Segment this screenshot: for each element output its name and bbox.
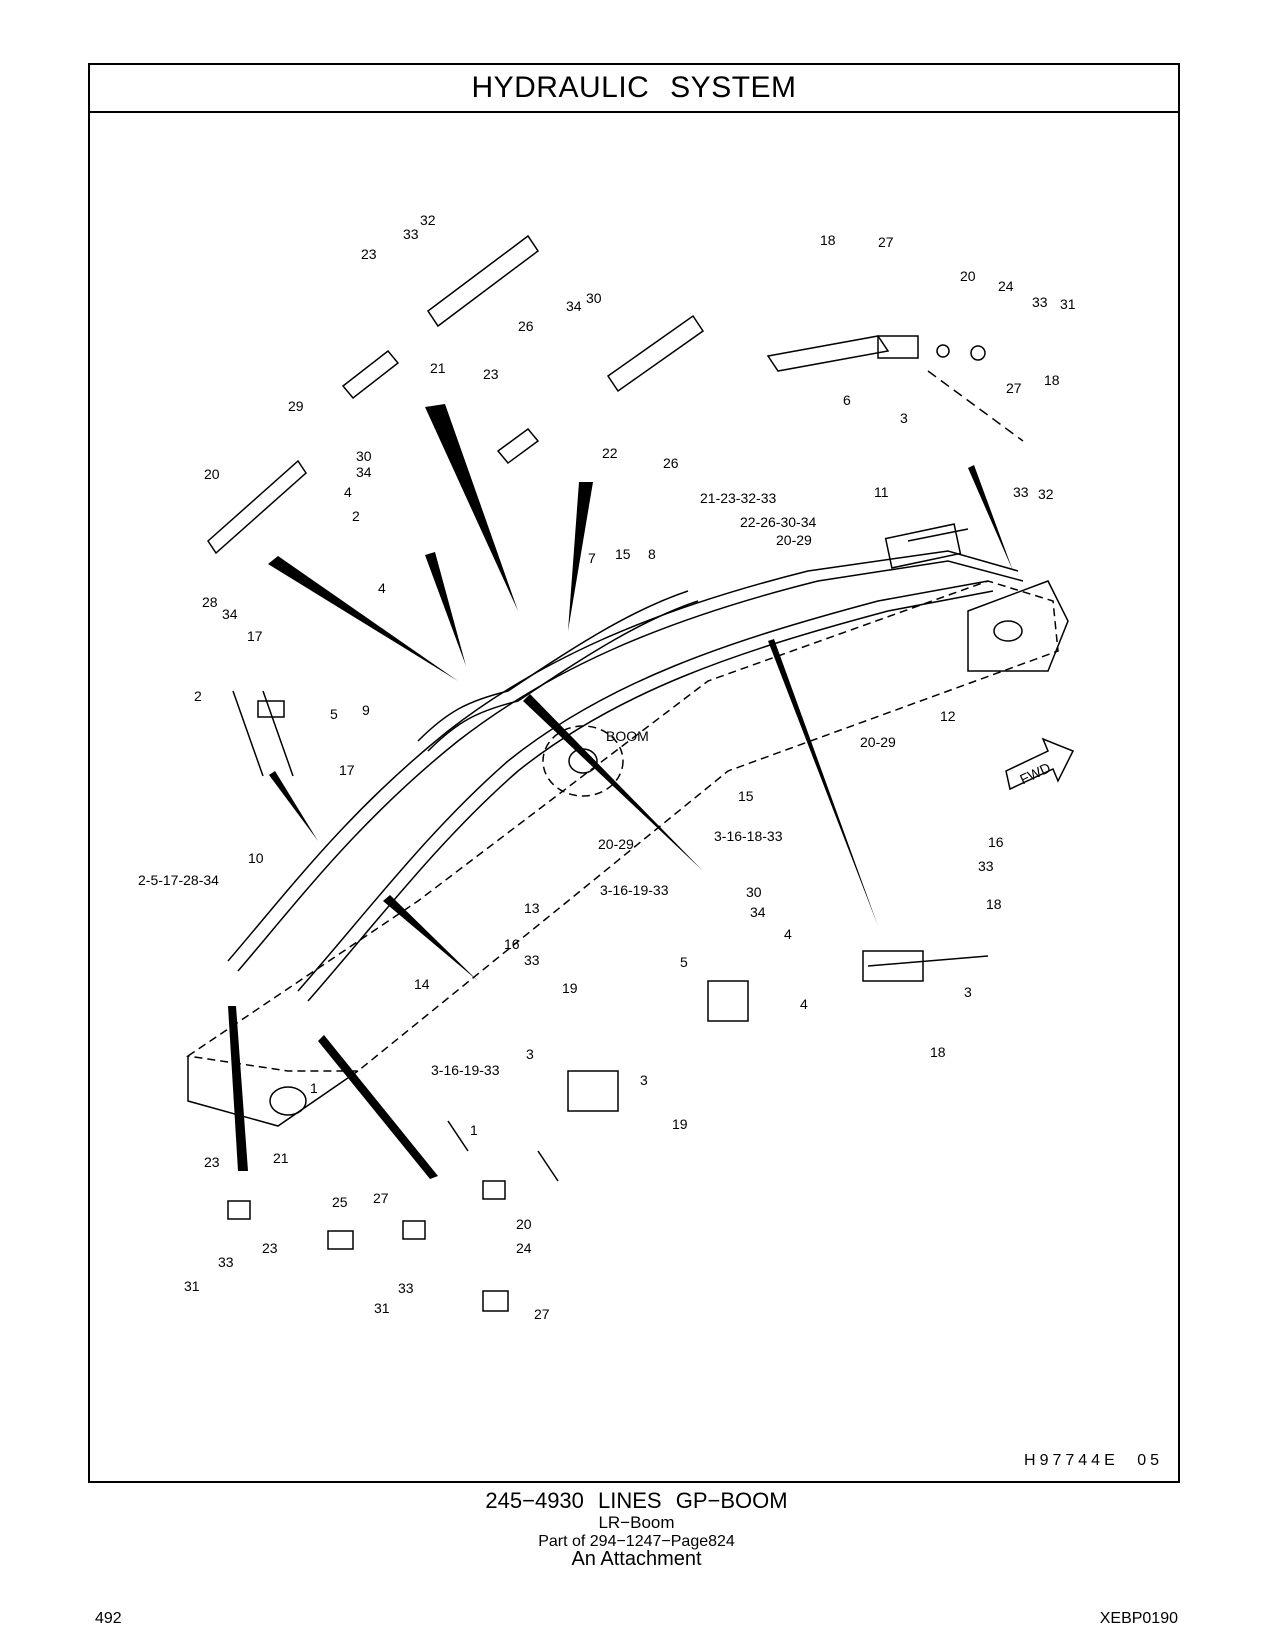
callout: 15 bbox=[615, 546, 631, 562]
callout: 18 bbox=[820, 232, 836, 248]
callout: 4 bbox=[800, 996, 808, 1012]
callout: 30 bbox=[746, 884, 762, 900]
callout: 23 bbox=[483, 366, 499, 382]
callout: 21 bbox=[273, 1150, 289, 1166]
caption-line-4: An Attachment bbox=[571, 1548, 702, 1570]
callout: 7 bbox=[588, 550, 596, 566]
callout: 15 bbox=[738, 788, 754, 804]
caption-line-3: Part of 294−1247−Page824 bbox=[538, 1533, 735, 1550]
callout: 17 bbox=[247, 628, 263, 644]
callout: 21-23-32-33 bbox=[700, 490, 776, 506]
callout: 23 bbox=[361, 246, 377, 262]
callout: 3 bbox=[526, 1046, 534, 1062]
callout: 32 bbox=[420, 212, 436, 228]
callout: 19 bbox=[672, 1116, 688, 1132]
callout: 20 bbox=[516, 1216, 532, 1232]
callout: 26 bbox=[518, 318, 534, 334]
callout: 31 bbox=[374, 1300, 390, 1316]
callout: 23 bbox=[262, 1240, 278, 1256]
callout: 34 bbox=[222, 606, 238, 622]
callout: 27 bbox=[878, 234, 894, 250]
page-title: HYDRAULIC SYSTEM bbox=[90, 65, 1178, 113]
callout: 2 bbox=[352, 508, 360, 524]
callout: 29 bbox=[288, 398, 304, 414]
callout: 21 bbox=[430, 360, 446, 376]
callout: 3 bbox=[900, 410, 908, 426]
callout: 31 bbox=[1060, 296, 1076, 312]
callout: 5 bbox=[680, 954, 688, 970]
callout: 20 bbox=[204, 466, 220, 482]
callout: 20-29 bbox=[860, 734, 896, 750]
callout: 18 bbox=[930, 1044, 946, 1060]
callout: 33 bbox=[524, 952, 540, 968]
callout: 19 bbox=[562, 980, 578, 996]
callout: 3 bbox=[964, 984, 972, 1000]
callout: 20 bbox=[960, 268, 976, 284]
callout: 10 bbox=[248, 850, 264, 866]
callout: 3-16-19-33 bbox=[600, 882, 669, 898]
callout: 23 bbox=[204, 1154, 220, 1170]
callout: 16 bbox=[504, 936, 520, 952]
page-number: 492 bbox=[95, 1610, 122, 1627]
boom-label: BOOM bbox=[606, 728, 649, 744]
document-code: XEBP0190 bbox=[1099, 1610, 1178, 1627]
callout: 16 bbox=[988, 834, 1004, 850]
callout: 9 bbox=[362, 702, 370, 718]
callout: 33 bbox=[1032, 294, 1048, 310]
callout: 4 bbox=[344, 484, 352, 500]
callout: 11 bbox=[874, 484, 889, 500]
callout: 24 bbox=[516, 1240, 532, 1256]
callout: 33 bbox=[398, 1280, 414, 1296]
callout: 13 bbox=[524, 900, 540, 916]
callout: 28 bbox=[202, 594, 218, 610]
callout: 1 bbox=[470, 1122, 478, 1138]
callout: 3-16-19-33 bbox=[431, 1062, 500, 1078]
callout: 18 bbox=[1044, 372, 1060, 388]
figure-id: H97744E 05 bbox=[1024, 1452, 1163, 1469]
callout: 20-29 bbox=[598, 836, 634, 852]
callout: 27 bbox=[373, 1190, 389, 1206]
callout: 30 bbox=[356, 448, 372, 464]
callout: 34 bbox=[356, 464, 372, 480]
callout: 20-29 bbox=[776, 532, 812, 548]
part-title: 245−4930 LINES GP−BOOM bbox=[485, 1488, 788, 1513]
callout-labels: 32 33 23 21 23 34 30 26 22 26 18 27 20 2… bbox=[138, 212, 1076, 1322]
callout: 34 bbox=[566, 298, 582, 314]
callout: 32 bbox=[1038, 486, 1054, 502]
callout: 34 bbox=[750, 904, 766, 920]
callout: 17 bbox=[339, 762, 355, 778]
callout: 3 bbox=[640, 1072, 648, 1088]
callout: 22 bbox=[602, 445, 618, 461]
parts-diagram: FWD BOOM 32 33 23 21 23 34 30 26 22 26 1… bbox=[138, 212, 1076, 1322]
callout: 24 bbox=[998, 278, 1014, 294]
callout: 8 bbox=[648, 546, 656, 562]
callout: 22-26-30-34 bbox=[740, 514, 816, 530]
callout: 4 bbox=[784, 926, 792, 942]
callout: 30 bbox=[586, 290, 602, 306]
callout: 31 bbox=[184, 1278, 200, 1294]
caption-line-2: LR−Boom bbox=[598, 1513, 675, 1532]
callout: 27 bbox=[534, 1306, 550, 1322]
callout: 27 bbox=[1006, 380, 1022, 396]
callout: 4 bbox=[378, 580, 386, 596]
callout: 14 bbox=[414, 976, 430, 992]
callout: 33 bbox=[403, 226, 419, 242]
drawing-frame: HYDRAULIC SYSTEM bbox=[88, 63, 1180, 1483]
callout: 2-5-17-28-34 bbox=[138, 872, 219, 888]
callout: 3-16-18-33 bbox=[714, 828, 783, 844]
callout: 33 bbox=[978, 858, 994, 874]
callout: 33 bbox=[218, 1254, 234, 1270]
callout: 12 bbox=[940, 708, 956, 724]
callout: 1 bbox=[310, 1080, 318, 1096]
callout: 25 bbox=[332, 1194, 348, 1210]
callout: 18 bbox=[986, 896, 1002, 912]
callout: 26 bbox=[663, 455, 679, 471]
callout: 5 bbox=[330, 706, 338, 722]
callout: 6 bbox=[843, 392, 851, 408]
callout: 2 bbox=[194, 688, 202, 704]
callout: 33 bbox=[1013, 484, 1029, 500]
